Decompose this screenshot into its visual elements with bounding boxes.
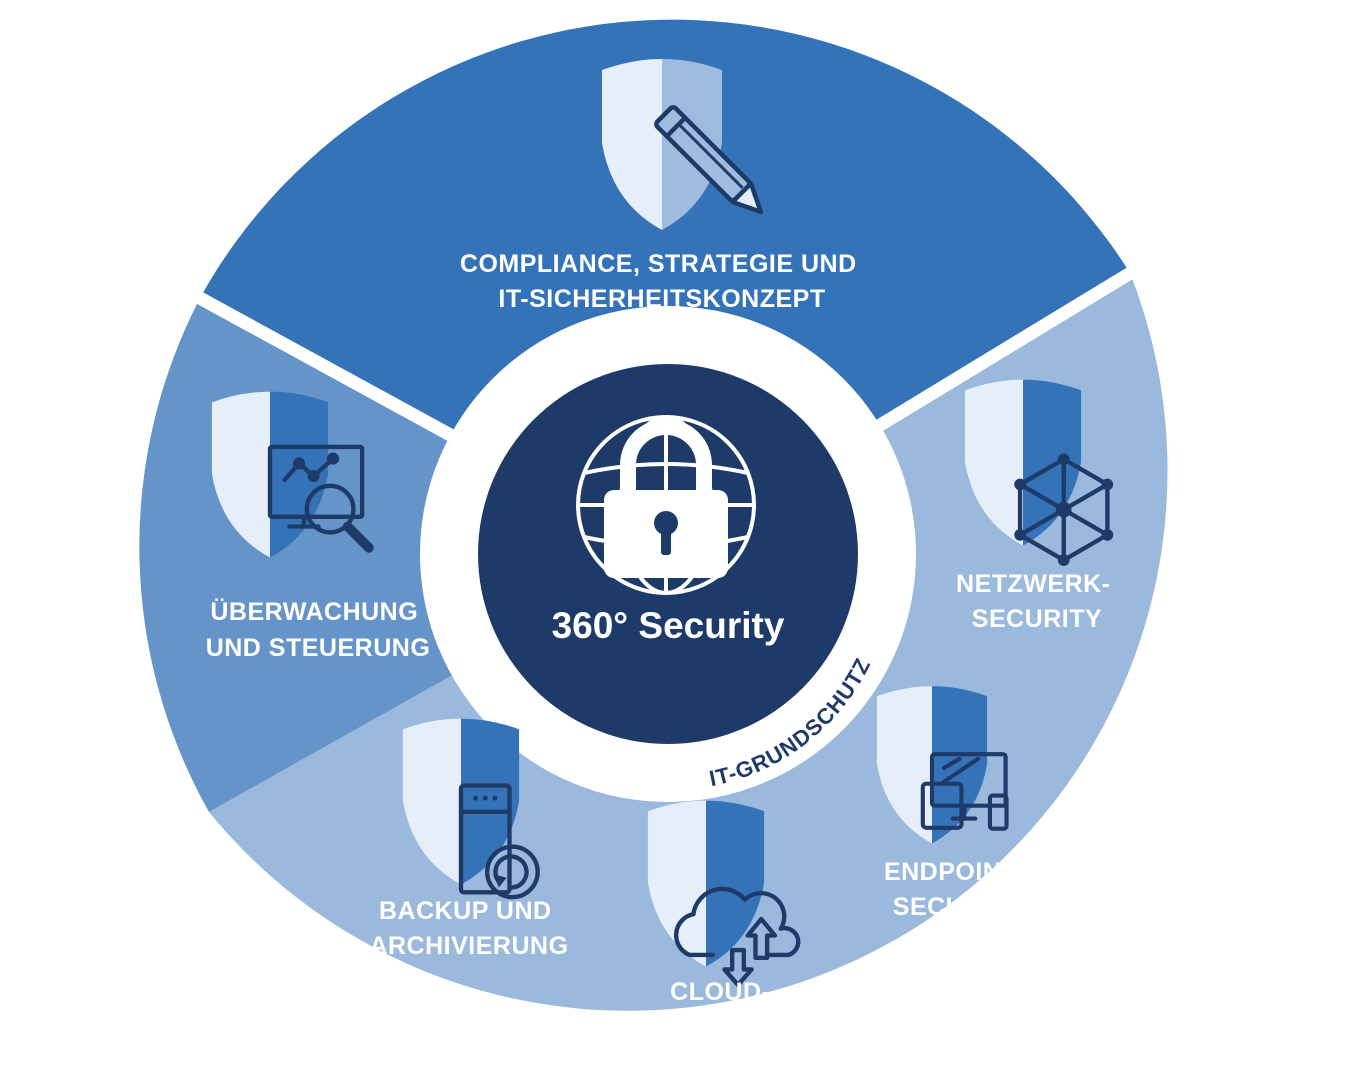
label-endpoint: ENDPOINT- SECURITY xyxy=(884,858,1032,921)
shield-server-backup-icon xyxy=(402,718,540,900)
label-ueberwachung: ÜBERWACHUNG UND STEUERUNG xyxy=(206,597,431,662)
label-backup: BACKUP UND ARCHIVIERUNG xyxy=(369,897,568,960)
label-compliance: COMPLIANCE, STRATEGIE UND IT-SICHERHEITS… xyxy=(460,250,864,313)
label-netzwerk: NETZWERK- SECURITY xyxy=(956,570,1118,633)
padlock-globe-icon xyxy=(576,415,756,595)
shield-cloud-icon xyxy=(647,800,801,988)
segment-labels: COMPLIANCE, STRATEGIE UND IT-SICHERHEITS… xyxy=(206,250,1118,1041)
center-title: 360° Security xyxy=(552,605,785,646)
label-cloud: CLOUD- SECURITY xyxy=(659,978,789,1041)
segment-icons xyxy=(211,59,1114,988)
